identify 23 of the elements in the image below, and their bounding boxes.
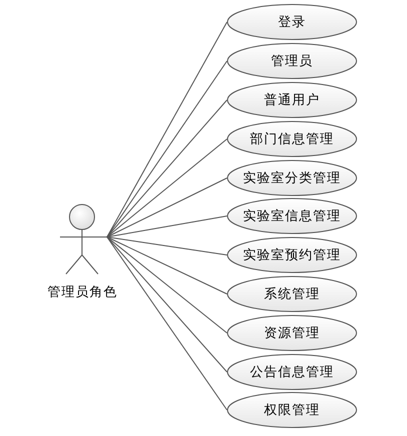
use-case-ellipse: 系统管理 [227, 276, 357, 312]
use-case-ellipse: 实验室预约管理 [227, 237, 357, 273]
association-line [106, 236, 228, 294]
use-case-ellipse: 管理员 [227, 43, 357, 79]
use-case-ellipse: 权限管理 [227, 392, 357, 428]
actor-name: 管理员角色 [46, 284, 118, 301]
association-line [106, 236, 228, 410]
association-line [106, 178, 228, 238]
use-case-ellipse: 普通用户 [227, 82, 357, 118]
association-line [106, 60, 228, 238]
association-line [106, 236, 228, 256]
association-line [106, 236, 228, 334]
association-line [106, 236, 228, 372]
association-line [106, 216, 228, 238]
association-line [106, 22, 228, 238]
use-case-ellipse: 登录 [227, 4, 357, 40]
use-case-ellipse: 公告信息管理 [227, 354, 357, 390]
use-case-ellipse: 实验室信息管理 [227, 198, 357, 234]
use-case-ellipse: 实验室分类管理 [227, 160, 357, 196]
association-line [106, 100, 228, 238]
use-case-ellipse: 部门信息管理 [227, 121, 357, 157]
use-case-ellipse: 资源管理 [227, 315, 357, 351]
association-line [106, 138, 228, 238]
